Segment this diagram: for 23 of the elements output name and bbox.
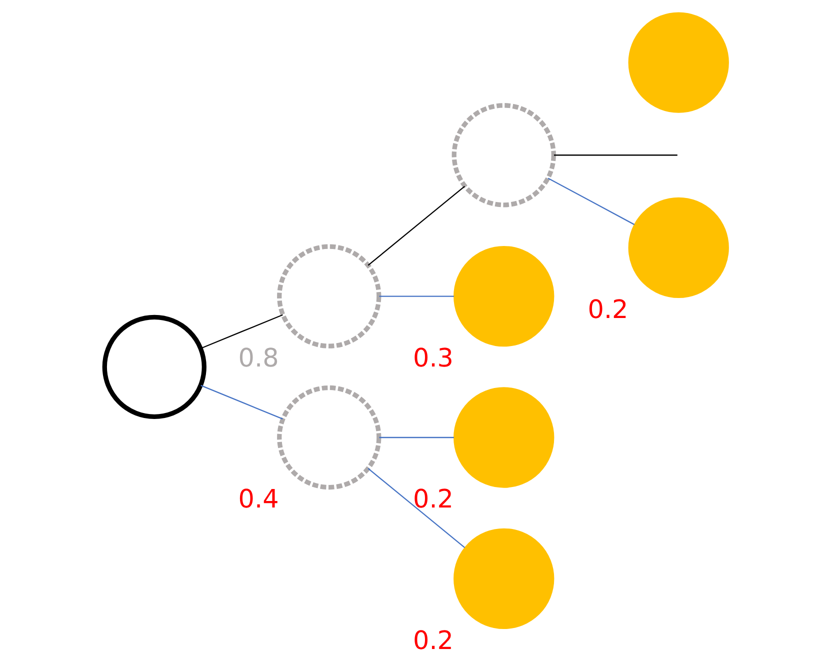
node-circle (276, 244, 381, 348)
connector (367, 468, 465, 548)
node-circle (628, 12, 728, 113)
node-circle (453, 387, 554, 488)
connector (200, 314, 282, 349)
node-label: 0.4 (238, 484, 278, 515)
node-label: 0.8 (238, 343, 278, 374)
node-label: 0.2 (412, 626, 454, 656)
node-circle (453, 246, 554, 347)
connector (367, 186, 465, 266)
connector (547, 178, 634, 226)
node-label: 0.2 (412, 484, 454, 515)
node-circle (628, 197, 728, 298)
node-label: 0.3 (412, 343, 454, 374)
connector (378, 296, 454, 297)
connector (378, 436, 454, 438)
node-circle (453, 528, 554, 630)
node-circle (276, 385, 381, 490)
connector (200, 384, 282, 420)
node-circle (451, 103, 556, 208)
node-label: 0.2 (587, 294, 628, 325)
node-circle (102, 314, 206, 419)
connector (553, 154, 677, 156)
